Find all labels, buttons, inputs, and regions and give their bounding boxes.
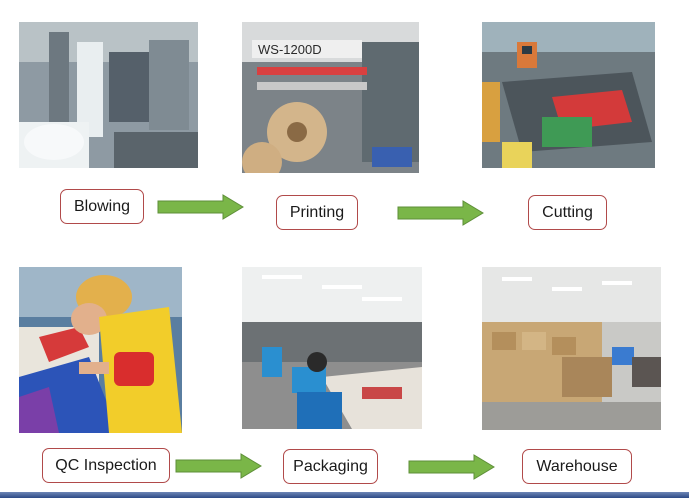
packaging-line-photo	[242, 267, 422, 429]
bag-cutting-machine-photo	[482, 22, 655, 168]
step-label-blowing: Blowing	[60, 189, 144, 224]
arrow-packaging-to-warehouse	[408, 454, 496, 480]
step-label-packaging: Packaging	[283, 449, 378, 484]
arrow-printing-to-cutting	[397, 200, 485, 226]
arrow-qc-inspection-to-packaging	[175, 453, 263, 479]
film-blowing-machine-photo	[19, 22, 198, 168]
bottom-divider	[0, 492, 689, 498]
step-label-warehouse: Warehouse	[522, 449, 632, 484]
machine-model-text: WS-1200D	[258, 42, 322, 57]
warehouse-cartons-photo	[482, 267, 661, 430]
step-label-qc-inspection: QC Inspection	[42, 448, 170, 483]
arrow-blowing-to-printing	[157, 194, 245, 220]
printing-press-photo: WS-1200D	[242, 22, 419, 173]
worker-inspecting-bags-photo	[19, 267, 182, 433]
step-label-printing: Printing	[276, 195, 358, 230]
step-label-cutting: Cutting	[528, 195, 607, 230]
